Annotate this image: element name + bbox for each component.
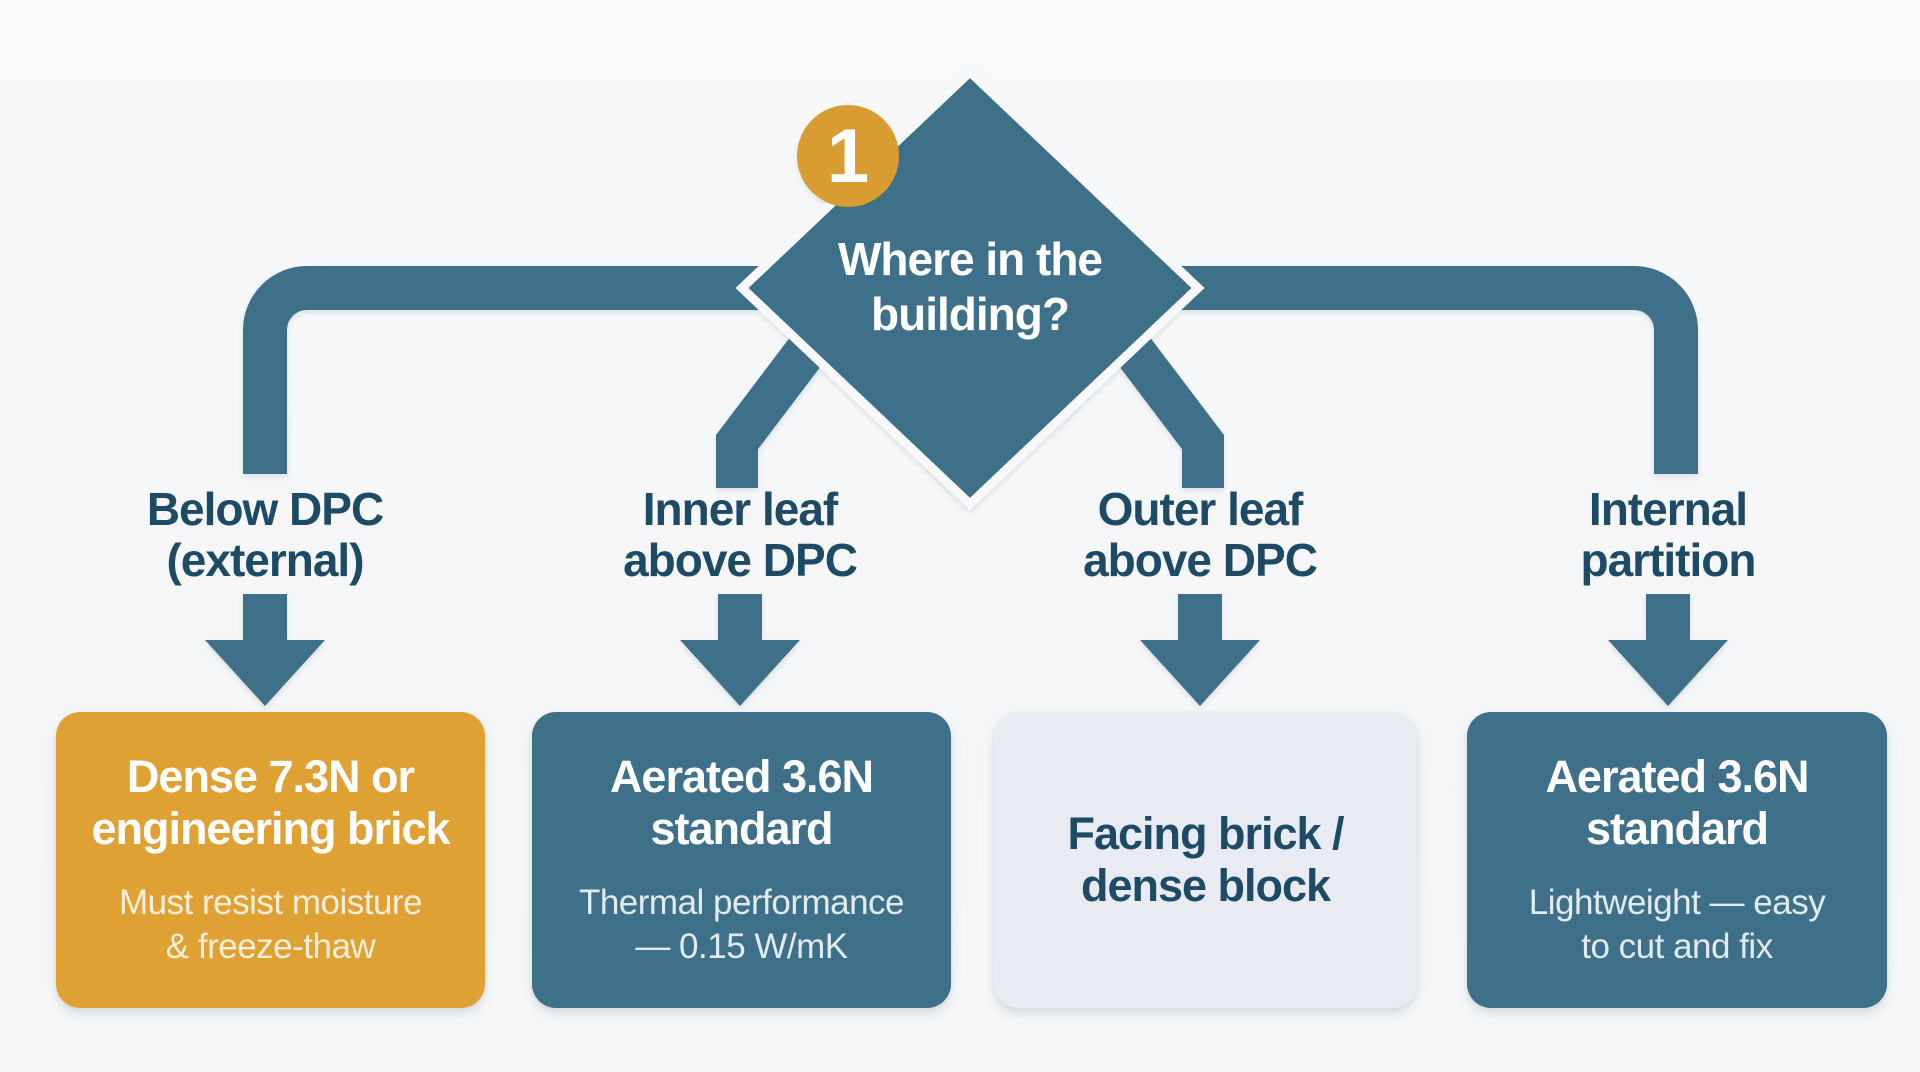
result-box-subtitle: Lightweight — easy to cut and fix [1528, 881, 1826, 969]
branch-label-internal-partition: Internal partition [1458, 484, 1878, 586]
result-box-title: Aerated 3.6N standard [609, 751, 874, 855]
result-box-subtitle-line: — 0.15 W/mK [635, 927, 848, 966]
result-box-title: Dense 7.3N or engineering brick [91, 751, 450, 855]
branch-label-line: Inner leaf [642, 483, 839, 535]
result-box-subtitle-line: to cut and fix [1581, 927, 1773, 966]
result-box-title-line: engineering brick [91, 803, 450, 854]
connector-right-elbow [1174, 266, 1698, 474]
connector-left-elbow [243, 266, 770, 474]
result-box-subtitle-line: Thermal performance [578, 883, 905, 922]
result-box-subtitle-line: Lightweight — easy [1528, 883, 1826, 922]
connector-inner-left-diagonal [716, 309, 845, 488]
down-arrow-2 [680, 594, 800, 706]
step-badge [797, 105, 899, 207]
result-box-title-line: standard [650, 803, 833, 854]
result-box-facing-brick: Facing brick / dense block [994, 712, 1417, 1008]
branch-label-line: (external) [166, 534, 364, 586]
connector-inner-right-diagonal [1095, 309, 1224, 488]
result-box-title-line: dense block [1080, 860, 1331, 911]
down-arrow-4 [1608, 594, 1728, 706]
decision-question: Where in the building? [770, 232, 1170, 342]
branch-label-line: above DPC [1083, 534, 1318, 586]
result-box-subtitle: Must resist moisture & freeze-thaw [118, 881, 423, 969]
step-badge-number: 1 [827, 114, 869, 199]
result-box-title-line: Dense 7.3N or [126, 751, 415, 802]
result-box-subtitle-line: Must resist moisture [118, 883, 423, 922]
branch-label-outer-leaf: Outer leaf above DPC [990, 484, 1410, 586]
result-box-subtitle-line: & freeze-thaw [165, 927, 376, 966]
branch-label-line: Below DPC [146, 483, 384, 535]
down-arrow-1 [205, 594, 325, 706]
down-arrow-3 [1140, 594, 1260, 706]
branch-label-line: Outer leaf [1097, 483, 1304, 535]
result-box-title-line: Aerated 3.6N [609, 751, 874, 802]
result-box-title-line: Aerated 3.6N [1545, 751, 1809, 802]
branch-label-line: Internal [1588, 483, 1748, 535]
result-box-title-line: standard [1585, 803, 1769, 854]
decision-question-line1: Where in the [837, 233, 1103, 285]
result-box-aerated-partition: Aerated 3.6N standard Lightweight — easy… [1467, 712, 1887, 1008]
branch-label-inner-leaf: Inner leaf above DPC [530, 484, 950, 586]
result-box-title-line: Facing brick / [1067, 808, 1344, 859]
result-box-title: Aerated 3.6N standard [1545, 751, 1809, 855]
result-box-aerated-inner: Aerated 3.6N standard Thermal performanc… [532, 712, 951, 1008]
result-box-subtitle: Thermal performance — 0.15 W/mK [578, 881, 905, 969]
result-box-title: Facing brick / dense block [1067, 808, 1344, 912]
branch-label-line: above DPC [623, 534, 858, 586]
decision-question-line2: building? [871, 288, 1070, 340]
branch-label-line: partition [1580, 534, 1757, 586]
result-box-dense-brick: Dense 7.3N or engineering brick Must res… [56, 712, 485, 1008]
branch-label-below-dpc: Below DPC (external) [55, 484, 475, 586]
